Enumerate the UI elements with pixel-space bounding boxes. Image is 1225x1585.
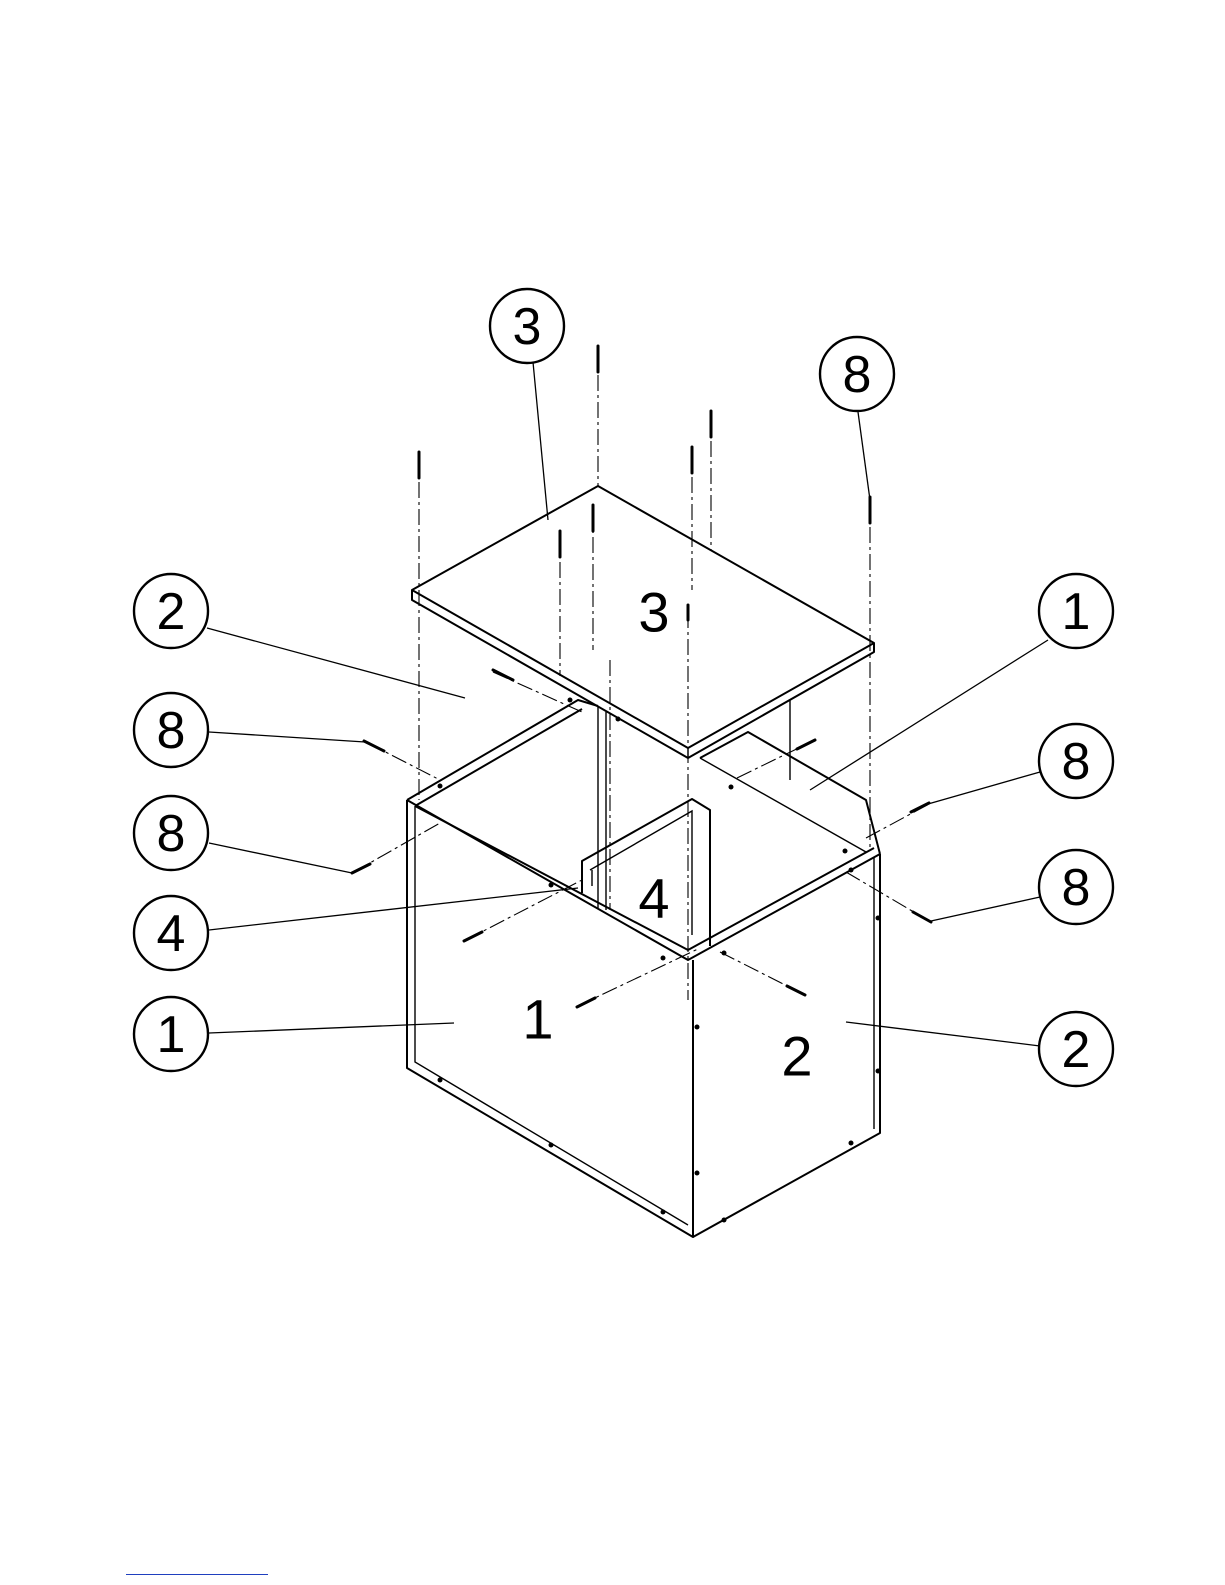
balloon-label: 8 xyxy=(157,702,186,760)
part-label-front-panel: 1 xyxy=(522,988,553,1051)
balloon-1-right: 1 xyxy=(1039,574,1113,648)
balloon-label: 1 xyxy=(157,1006,186,1064)
balloon-8-left-upper: 8 xyxy=(134,693,208,767)
divider-panel xyxy=(582,700,790,946)
screw xyxy=(364,741,384,751)
balloon-8-right-upper: 8 xyxy=(1039,724,1113,798)
balloon-label: 8 xyxy=(1062,733,1091,791)
balloon-label: 4 xyxy=(157,905,186,963)
screw xyxy=(493,670,513,680)
balloon-label: 2 xyxy=(1062,1021,1091,1079)
balloon-label: 8 xyxy=(157,805,186,863)
balloon-2-right: 2 xyxy=(1039,1012,1113,1086)
balloon-2-left: 2 xyxy=(134,574,208,648)
balloon-8-left-lower: 8 xyxy=(134,796,208,870)
footer-link-underline[interactable] xyxy=(126,1574,268,1575)
part-label-divider: 4 xyxy=(638,867,669,930)
balloon-label: 3 xyxy=(513,298,542,356)
balloon-label: 8 xyxy=(1062,859,1091,917)
screw xyxy=(911,803,929,812)
screw xyxy=(787,986,805,995)
screw xyxy=(577,998,595,1007)
screw xyxy=(797,740,815,749)
balloon-1-left: 1 xyxy=(134,997,208,1071)
balloon-label: 2 xyxy=(157,583,186,641)
part-label-top-panel: 3 xyxy=(638,581,669,644)
balloon-8-right-lower: 8 xyxy=(1039,850,1113,924)
part-label-side-panel: 2 xyxy=(781,1025,812,1088)
screw xyxy=(352,864,370,873)
leader-lines xyxy=(207,362,1048,1046)
balloon-label: 8 xyxy=(843,346,872,404)
balloon-4-left: 4 xyxy=(134,896,208,970)
screw xyxy=(913,912,931,922)
balloon-3-top: 3 xyxy=(490,289,564,363)
screw xyxy=(464,932,482,941)
dowel-holes xyxy=(438,698,881,1223)
balloon-8-top-right: 8 xyxy=(820,337,894,411)
balloon-label: 1 xyxy=(1062,583,1091,641)
part-labels: 3 4 1 2 xyxy=(522,581,812,1088)
